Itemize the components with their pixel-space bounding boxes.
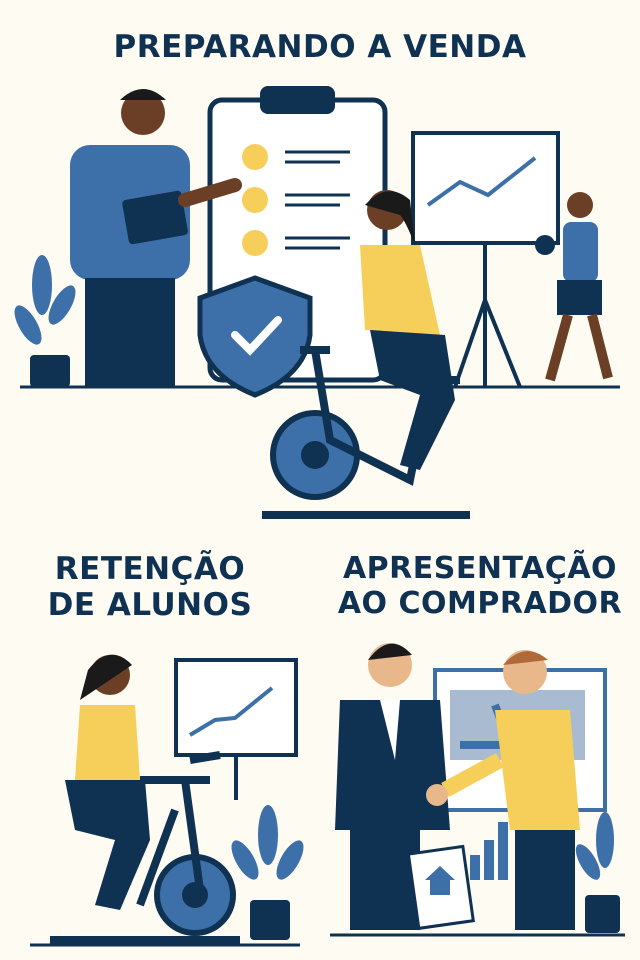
plant-icon — [231, 805, 304, 940]
buyer-man — [441, 650, 580, 930]
title-line: RETENÇÃO — [54, 551, 246, 587]
bar-chart-icon — [470, 822, 508, 880]
man-with-dumbbell — [535, 192, 613, 382]
chart-board-icon — [411, 131, 560, 388]
title-line: DE ALUNOS — [47, 586, 253, 623]
section-title-preparing-sale: PREPARANDO A VENDA — [113, 29, 527, 65]
section-title-buyer-presentation: APRESENTAÇÃO AO COMPRADOR — [330, 551, 630, 621]
chart-board-icon — [174, 658, 298, 800]
bottom-right-scene — [330, 643, 625, 937]
bottom-left-scene — [30, 654, 304, 947]
woman-on-exercise-bike — [262, 190, 470, 519]
section-title-student-retention: RETENÇÃO DE ALUNOS — [20, 551, 280, 623]
plant-icon — [575, 812, 620, 933]
title-line: AO COMPRADOR — [337, 585, 623, 621]
handshake-icon — [426, 784, 448, 806]
plant-icon — [14, 255, 76, 387]
trainer-man — [70, 89, 242, 386]
woman-on-exercise-bike — [50, 654, 240, 944]
businessman-in-suit — [335, 643, 475, 931]
title-line: APRESENTAÇÃO — [342, 551, 618, 586]
top-scene — [14, 86, 620, 519]
